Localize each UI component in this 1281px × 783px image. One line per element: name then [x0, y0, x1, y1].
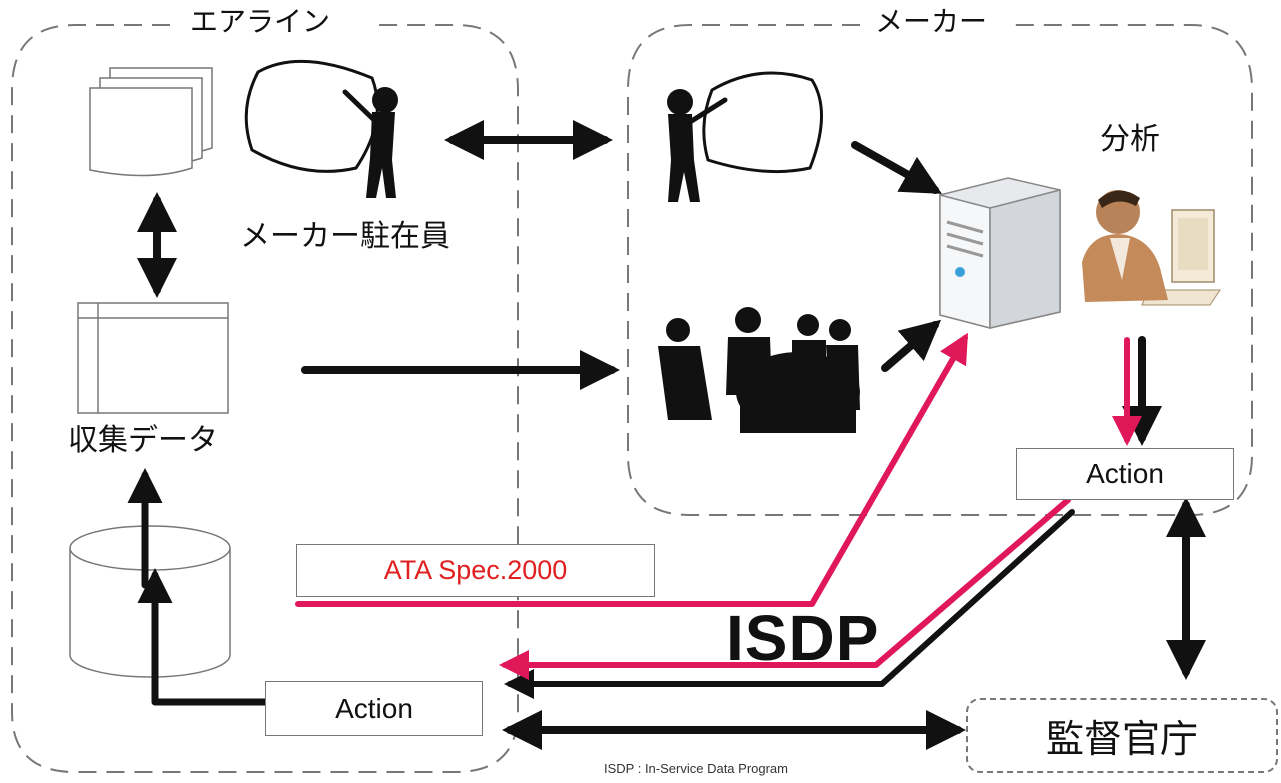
presenter-person-icon [667, 71, 823, 202]
magenta-flow-arrows [295, 332, 1142, 680]
presenter-person-icon [244, 59, 398, 198]
authority-box: 監督官庁 [966, 698, 1278, 773]
isdp-feedback-black [504, 509, 1075, 699]
airline-region-title: エアライン [190, 5, 331, 38]
arrow-rep-to-server [851, 141, 942, 194]
server-tower-icon [939, 177, 1061, 329]
analysis-label: 分析 [1100, 122, 1160, 157]
ata-to-server [295, 332, 968, 607]
footnote: ISDP : In-Service Data Program [604, 761, 788, 776]
maker-region-border [627, 24, 1253, 516]
black-flow-arrows [127, 120, 1206, 750]
meeting-group-icon [658, 307, 860, 433]
arrow-meeting-to-server [881, 319, 942, 372]
analyst-at-computer-icon [1082, 190, 1221, 306]
resident-rep-label: メーカー駐在員 [240, 219, 450, 254]
arrow-action-to-database [137, 568, 269, 706]
action-box-maker: Action [1016, 448, 1234, 500]
maker-region-title: メーカー [875, 5, 988, 38]
isdp-feedback-magenta [499, 497, 1071, 680]
isdp-label: ISDP [726, 602, 880, 674]
airline-region-border [11, 24, 519, 773]
ata-spec-box: ATA Spec.2000 [296, 544, 655, 597]
action-box-airline: Action [265, 681, 483, 736]
form-document-icon [77, 302, 229, 414]
database-cylinder-icon [69, 525, 231, 678]
document-stack-icon [89, 67, 213, 177]
collected-data-label: 収集データ [68, 423, 218, 458]
